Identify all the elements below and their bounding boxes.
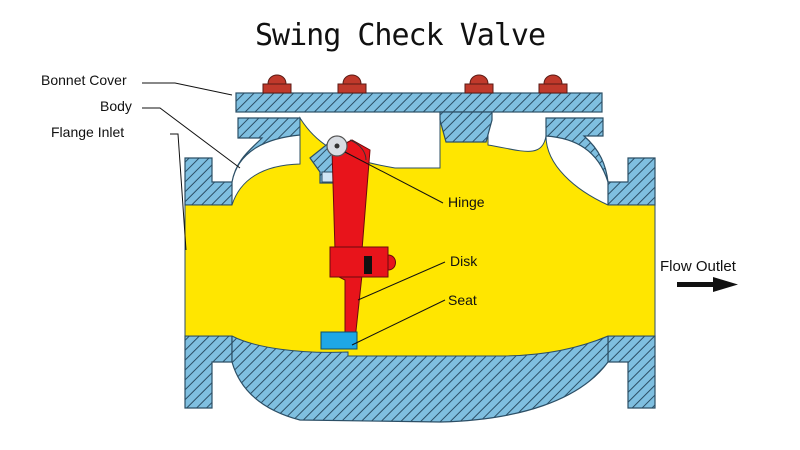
bonnet-boss: [439, 111, 493, 143]
label-bonnet-cover: Bonnet Cover: [41, 72, 127, 88]
flange-inlet-bottom: [184, 335, 233, 409]
leader-flange: [170, 133, 187, 251]
flange-inlet-top: [184, 157, 233, 206]
disk-pin: [364, 256, 372, 274]
valve-body-right-upper: [545, 117, 609, 183]
leader-disk: [357, 261, 446, 301]
leader-body: [142, 107, 241, 169]
flange-outlet-bottom: [607, 335, 656, 409]
disk-nut: [387, 254, 396, 271]
bolt-1: [262, 74, 292, 94]
bonnet-cover: [235, 92, 603, 113]
fluid-cavity: [184, 116, 656, 357]
bonnet-bolts: [262, 74, 568, 94]
valve-seat: [320, 331, 358, 350]
label-hinge: Hinge: [448, 194, 485, 210]
flange-outlet-top: [607, 157, 656, 206]
label-body: Body: [100, 98, 132, 114]
bolt-2: [337, 74, 367, 94]
leader-seat: [351, 299, 446, 346]
label-disk: Disk: [450, 253, 478, 269]
flow-outlet-arrow: [677, 277, 738, 292]
bolt-3: [464, 74, 494, 94]
leader-hinge: [344, 151, 444, 204]
disk-body: [329, 246, 389, 278]
diagram-title: Swing Check Valve: [254, 18, 546, 53]
bolt-4: [538, 74, 568, 94]
label-flow-outlet: Flow Outlet: [660, 258, 736, 275]
label-seat: Seat: [448, 292, 477, 308]
leader-bonnet: [142, 82, 233, 96]
leader-lines: [142, 82, 446, 346]
label-flange-inlet: Flange Inlet: [51, 124, 125, 140]
